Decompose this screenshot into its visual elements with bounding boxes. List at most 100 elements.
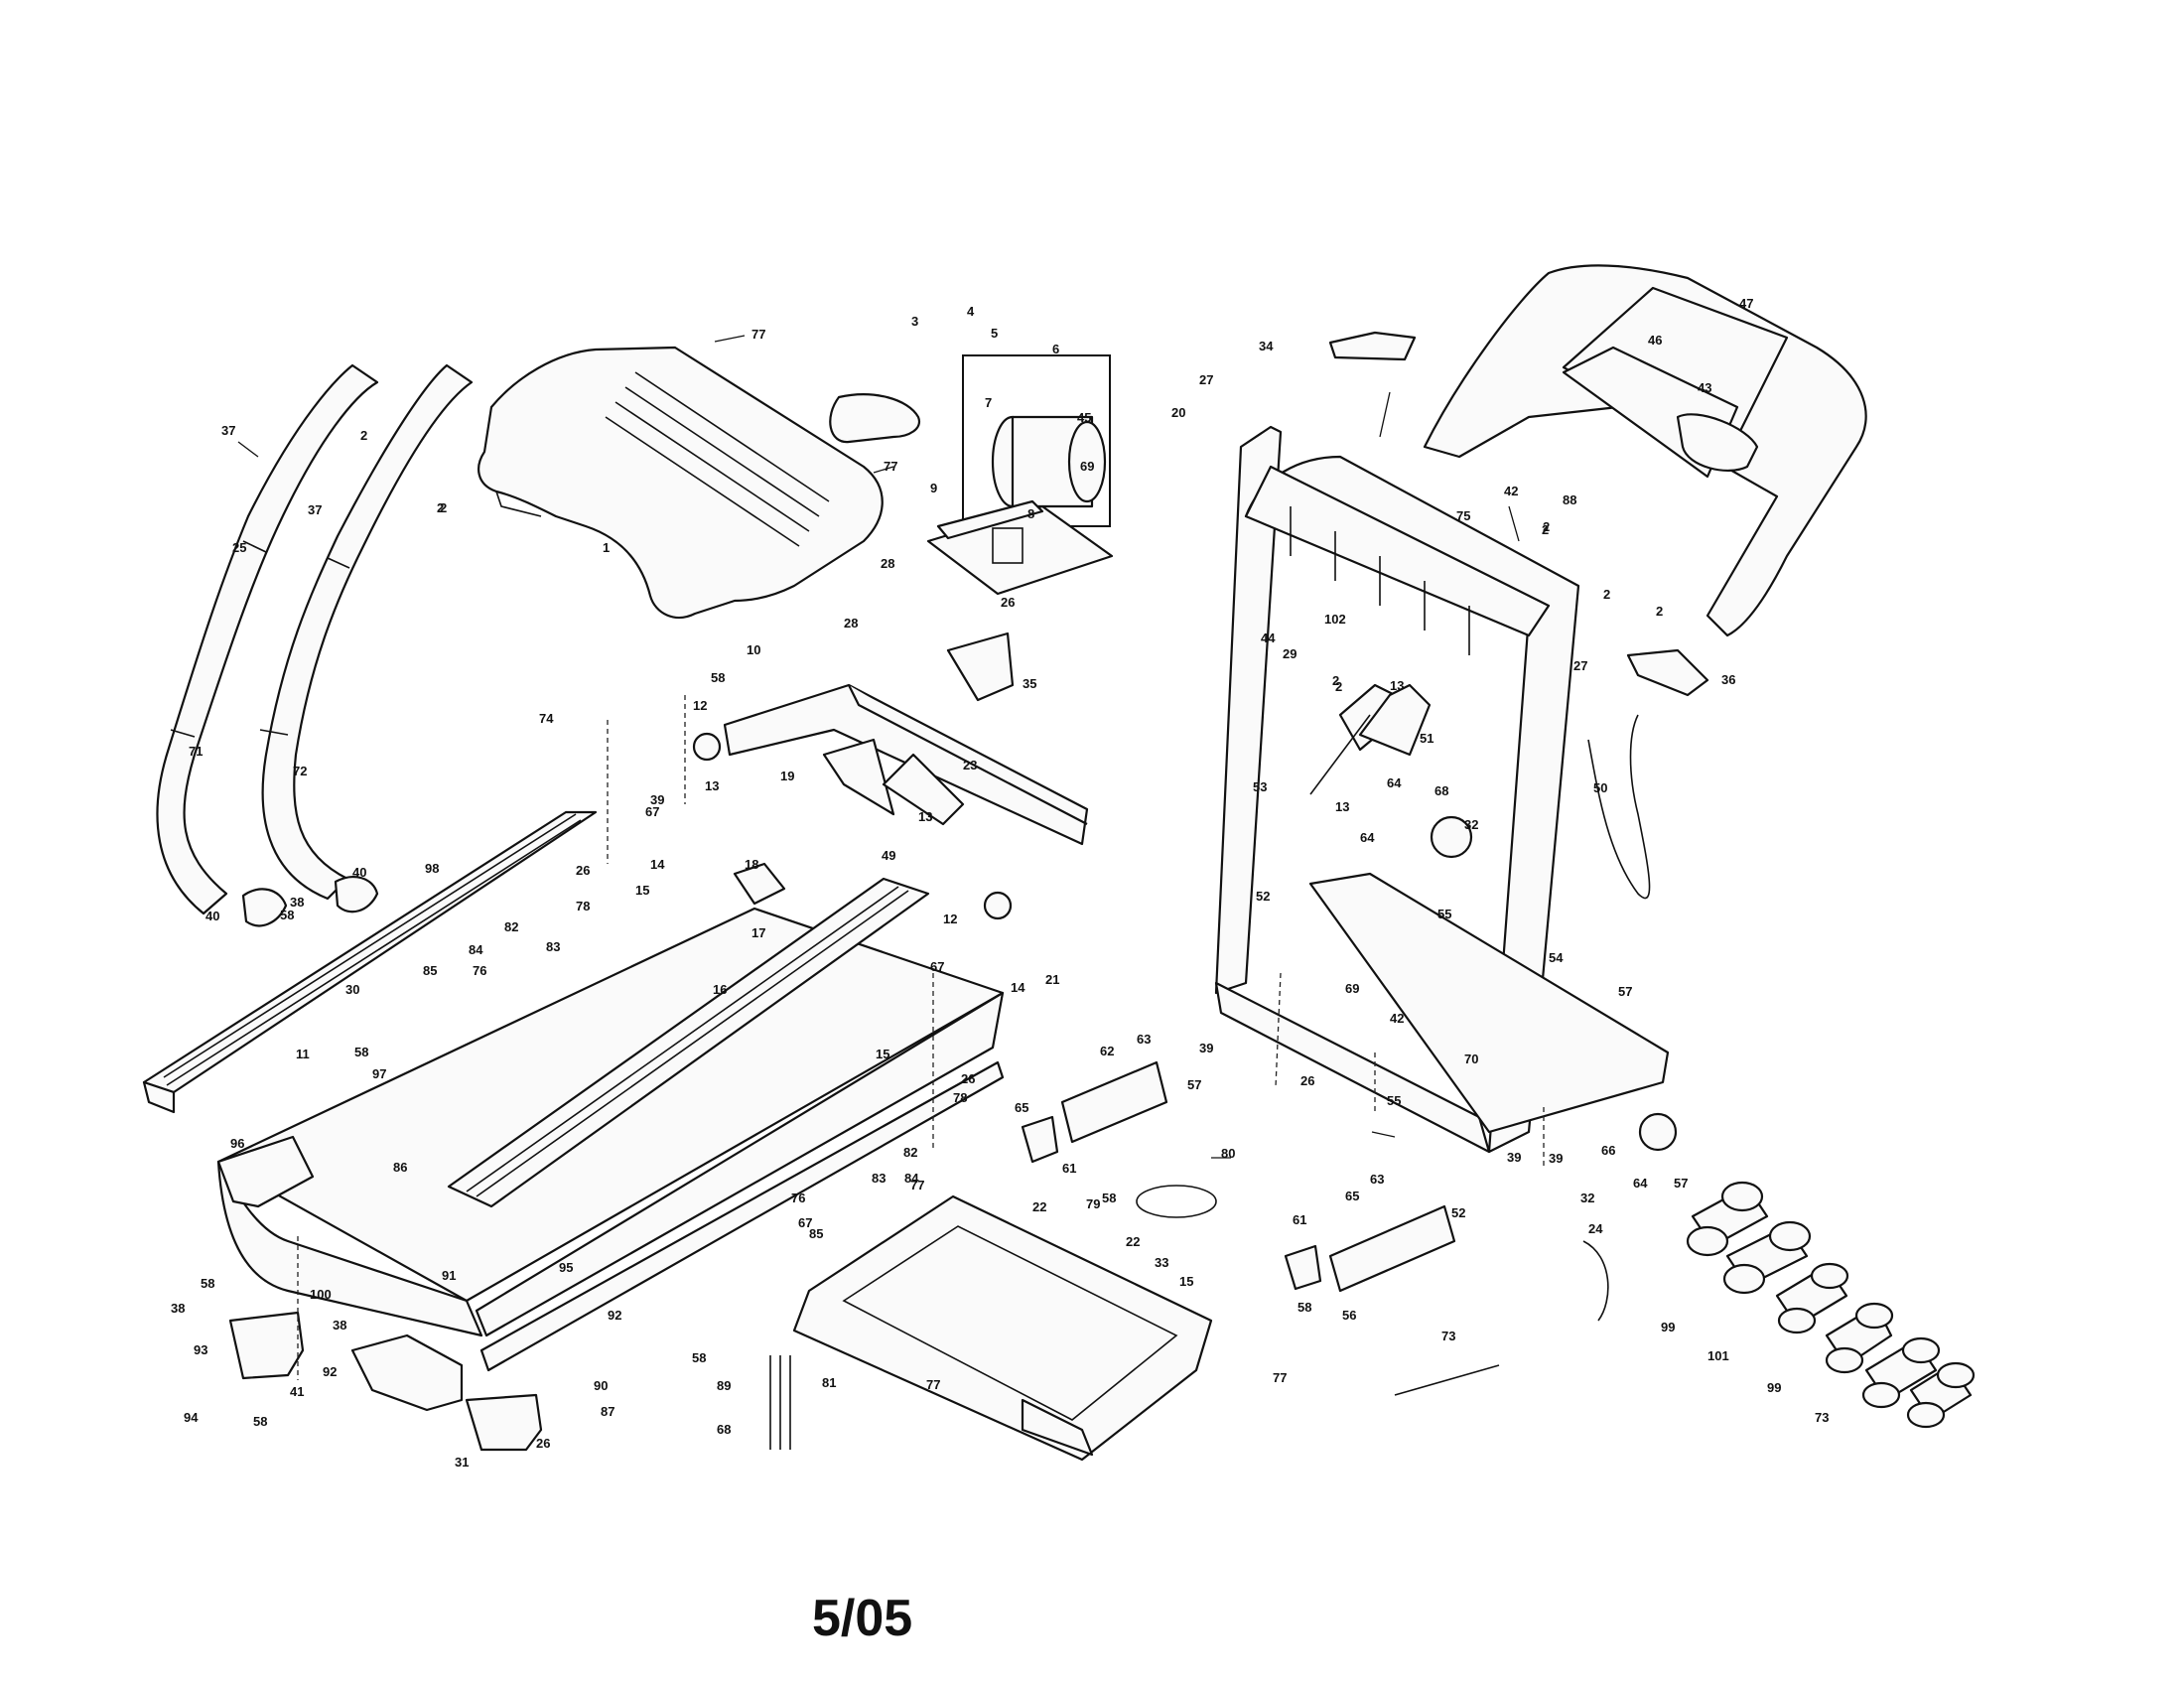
- callout-102: 85: [809, 1226, 823, 1241]
- callout-113: 92: [608, 1308, 621, 1323]
- front-roller-17: [733, 862, 786, 906]
- callout-158: 73: [1441, 1329, 1455, 1343]
- callout-3: 5: [991, 326, 998, 341]
- callout-9: 8: [1027, 506, 1034, 521]
- lift-frame: [723, 683, 1089, 846]
- callout-53: 51: [1420, 731, 1433, 746]
- callout-0: 77: [751, 327, 765, 342]
- callout-25: 26: [1001, 595, 1015, 610]
- callout-36: 13: [918, 809, 932, 824]
- callout-99: 83: [872, 1171, 886, 1186]
- callout-121: 41: [290, 1384, 304, 1399]
- callout-47: 36: [1721, 672, 1735, 687]
- dumbbells: [1686, 1181, 1976, 1429]
- callout-137: 39: [1199, 1041, 1213, 1055]
- callout-115: 58: [201, 1276, 214, 1291]
- callout-7: 20: [1171, 405, 1185, 420]
- callout-63: 50: [1593, 780, 1607, 795]
- callout-97: 58: [1102, 1191, 1116, 1205]
- callout-154: 61: [1293, 1212, 1306, 1227]
- callout-79: 83: [546, 939, 560, 954]
- bracket-34: [1328, 331, 1417, 361]
- callout-68: 38: [290, 895, 304, 910]
- callout-116: 100: [310, 1287, 332, 1302]
- callout-77: 84: [469, 942, 483, 957]
- callout-108: 33: [1155, 1255, 1168, 1270]
- callout-15: 37: [221, 423, 235, 438]
- callout-103: 77: [910, 1178, 924, 1193]
- callout-88: 14: [1011, 980, 1025, 995]
- callout-149: 57: [1674, 1176, 1688, 1191]
- callout-75: 14: [650, 857, 665, 872]
- callout-140: 42: [1390, 1011, 1404, 1026]
- callout-138: 69: [1345, 981, 1359, 996]
- foot-65-upper: [1021, 1115, 1059, 1164]
- callout-45: 2: [1656, 604, 1663, 619]
- callout-106: 80: [1221, 1146, 1235, 1161]
- callout-160: 101: [1707, 1348, 1729, 1363]
- wire-24: [1394, 1364, 1500, 1396]
- callout-98: 82: [903, 1145, 917, 1160]
- callout-78: 82: [504, 919, 518, 934]
- callout-21: 1: [603, 540, 610, 555]
- callout-labels: 77 3 4 5 6 7 45 20 9 8 27 34 47 46 43 37…: [171, 296, 1829, 1470]
- callout-51: 102: [1324, 612, 1346, 627]
- upright-frame: [1214, 425, 1670, 1154]
- incline-motor: [1309, 683, 1432, 795]
- callout-13: 46: [1648, 333, 1662, 348]
- callout-41: 88: [1563, 492, 1576, 507]
- callout-83: 58: [354, 1045, 368, 1059]
- wire-68: [769, 1355, 791, 1450]
- callout-39: 42: [1504, 484, 1518, 498]
- callout-162: 73: [1815, 1410, 1829, 1425]
- side-rail-98: [142, 810, 598, 1114]
- callout-109: 15: [1179, 1274, 1193, 1289]
- callout-23: 28: [881, 556, 894, 571]
- callout-127: 87: [601, 1404, 614, 1419]
- callout-133: 77: [1273, 1370, 1287, 1385]
- callout-6: 45: [1077, 410, 1091, 425]
- callout-156: 56: [1342, 1308, 1356, 1323]
- callout-105: 79: [1086, 1196, 1100, 1211]
- callout-20: 25: [232, 540, 246, 555]
- callout-61: 52: [1256, 889, 1270, 904]
- callout-14: 43: [1698, 380, 1711, 395]
- callout-144: 57: [1618, 984, 1632, 999]
- drive-belt: [829, 393, 921, 444]
- callout-123: 58: [253, 1414, 267, 1429]
- callout-17: 2: [440, 500, 447, 515]
- callout-76: 18: [745, 857, 758, 872]
- handrail-right: [259, 363, 474, 901]
- callout-12: 47: [1739, 296, 1753, 311]
- callout-73: 78: [576, 899, 590, 913]
- callout-146: 32: [1580, 1191, 1594, 1205]
- callout-49: 29: [1283, 646, 1297, 661]
- callout-29: 12: [693, 698, 707, 713]
- side-rail-16: [447, 877, 930, 1208]
- base-pan: [792, 1194, 1213, 1462]
- callout-35: 49: [882, 848, 895, 863]
- callout-66: 40: [205, 909, 219, 923]
- leader-lines: [237, 335, 1520, 1159]
- wheel-66: [1638, 1112, 1678, 1152]
- callout-120: 92: [323, 1364, 337, 1379]
- callout-71: 26: [576, 863, 590, 878]
- callout-87: 67: [930, 959, 944, 974]
- callout-67: 40: [352, 865, 366, 880]
- callout-62: 55: [1437, 907, 1451, 921]
- callout-145: 39: [1549, 1151, 1563, 1166]
- callout-57: 64: [1387, 775, 1402, 790]
- handrail-left: [156, 363, 379, 915]
- callout-30: 74: [539, 711, 554, 726]
- callout-129: 89: [717, 1378, 731, 1393]
- callout-119: 38: [333, 1318, 346, 1333]
- callout-33: 19: [780, 769, 794, 783]
- callout-8: 9: [930, 481, 937, 495]
- callout-65: 72: [293, 764, 307, 778]
- callout-86: 16: [713, 982, 727, 997]
- callout-50: 2: [1332, 673, 1339, 688]
- callout-151: 52: [1451, 1205, 1465, 1220]
- callout-136: 57: [1187, 1077, 1201, 1092]
- callout-132: 77: [926, 1377, 940, 1392]
- callout-46: 27: [1573, 658, 1587, 673]
